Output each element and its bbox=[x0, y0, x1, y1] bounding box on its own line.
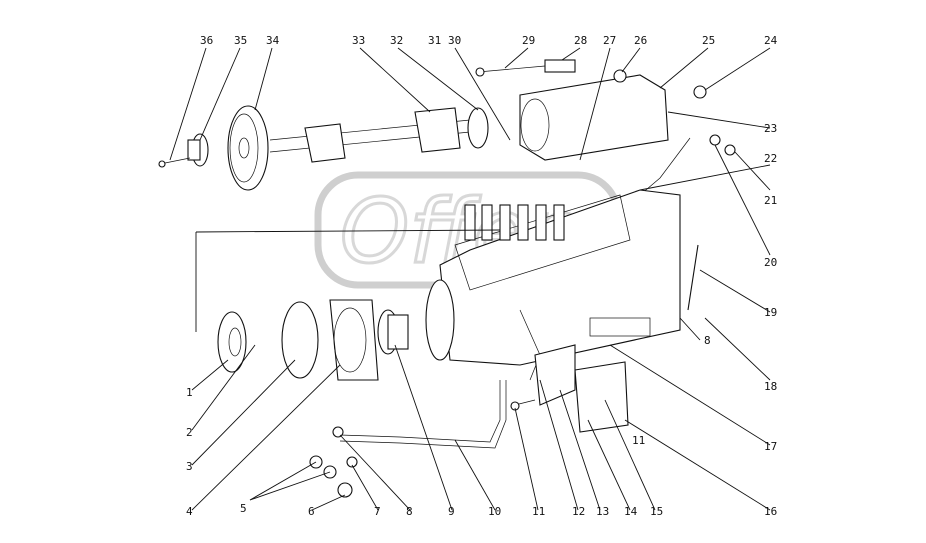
bolt-36 bbox=[158, 157, 191, 168]
callout-12: 12 bbox=[572, 505, 585, 518]
fittings-5-8 bbox=[309, 426, 358, 498]
callout-29: 29 bbox=[522, 34, 535, 47]
callout-2: 2 bbox=[186, 426, 193, 439]
bolt-29 bbox=[475, 59, 576, 77]
callout-8: 8 bbox=[406, 505, 413, 518]
bracket-15 bbox=[534, 344, 629, 433]
callouts: 36 35 34 33 32 31 30 29 28 27 26 25 24 2… bbox=[186, 34, 778, 518]
oring-3 bbox=[281, 301, 319, 379]
callout-23: 23 bbox=[764, 122, 777, 135]
lever-19 bbox=[687, 244, 699, 311]
cover-4 bbox=[329, 299, 379, 381]
callout-33: 33 bbox=[352, 34, 365, 47]
callout-10: 10 bbox=[488, 505, 501, 518]
callout-27: 27 bbox=[603, 34, 616, 47]
callout-15: 15 bbox=[650, 505, 663, 518]
callout-22: 22 bbox=[764, 152, 777, 165]
flange-1 bbox=[217, 311, 247, 373]
callout-34: 34 bbox=[266, 34, 280, 47]
callout-30: 30 bbox=[448, 34, 461, 47]
callout-19: 19 bbox=[764, 306, 777, 319]
callout-5: 5 bbox=[240, 502, 247, 515]
callout-16: 16 bbox=[764, 505, 777, 518]
pump-body bbox=[425, 189, 681, 381]
callout-7: 7 bbox=[374, 505, 381, 518]
callout-35: 35 bbox=[234, 34, 247, 47]
bolt-11 bbox=[510, 399, 536, 411]
callout-28: 28 bbox=[574, 34, 587, 47]
callout-8-right: 8 bbox=[704, 334, 711, 347]
callout-4: 4 bbox=[186, 505, 193, 518]
callout-11-side: 11 bbox=[632, 434, 645, 447]
bracket-23 bbox=[519, 74, 669, 161]
coupling-35 bbox=[187, 133, 209, 167]
callout-1: 1 bbox=[186, 386, 193, 399]
callout-6: 6 bbox=[308, 505, 315, 518]
callout-18: 18 bbox=[764, 380, 777, 393]
callout-9: 9 bbox=[448, 505, 455, 518]
callout-26: 26 bbox=[634, 34, 647, 47]
callout-21: 21 bbox=[764, 194, 777, 207]
callout-32: 32 bbox=[390, 34, 403, 47]
callout-20: 20 bbox=[764, 256, 777, 269]
callout-14: 14 bbox=[624, 505, 638, 518]
callout-3: 3 bbox=[186, 460, 193, 473]
callout-11: 11 bbox=[532, 505, 545, 518]
callout-24: 24 bbox=[764, 34, 778, 47]
gear-34 bbox=[227, 105, 269, 191]
callout-31: 31 bbox=[428, 34, 441, 47]
callout-17: 17 bbox=[764, 440, 777, 453]
shaft-33 bbox=[269, 107, 471, 163]
callout-13: 13 bbox=[596, 505, 609, 518]
callout-25: 25 bbox=[702, 34, 715, 47]
callout-36: 36 bbox=[200, 34, 213, 47]
gear-9 bbox=[377, 309, 409, 355]
ring-32 bbox=[467, 107, 489, 149]
fitting-26 bbox=[613, 69, 707, 99]
pipe-22 bbox=[639, 134, 736, 196]
fuel-line-10 bbox=[339, 380, 507, 449]
leader-lines bbox=[169, 47, 771, 511]
